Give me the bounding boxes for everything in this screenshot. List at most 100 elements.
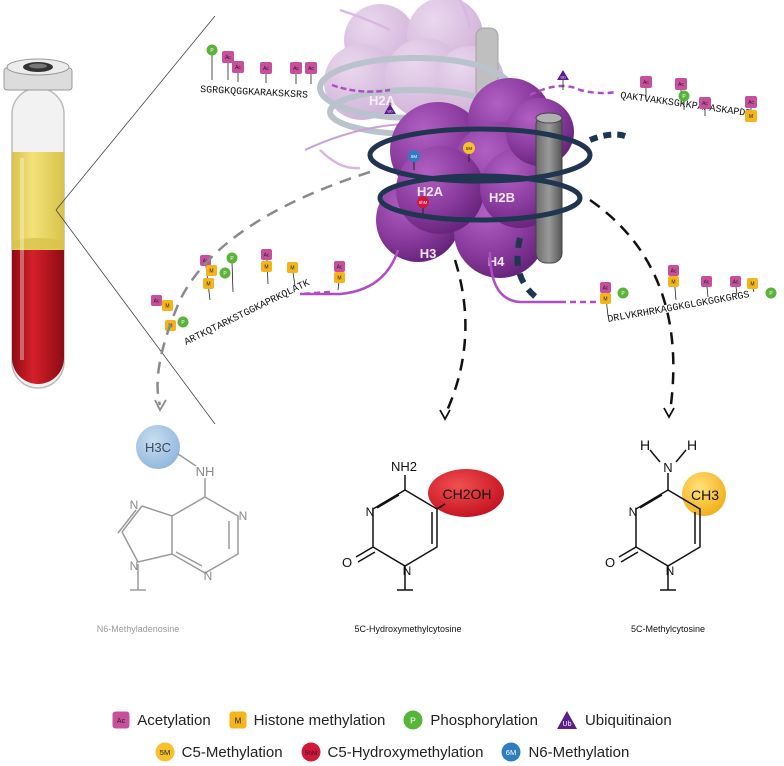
- acetylation-icon: Ac: [112, 711, 130, 729]
- h4-mark-me2: M: [668, 276, 679, 287]
- hydroxymethylcytosine-structure: [355, 469, 504, 591]
- svg-text:Ac: Ac: [671, 269, 677, 275]
- arrow-to-hmc: [443, 259, 467, 416]
- legend-label-acetylation: Acetylation: [137, 711, 211, 729]
- svg-text:N: N: [204, 569, 213, 583]
- svg-text:Ac: Ac: [678, 82, 684, 88]
- legend-row-1: Ac Acetylation M Histone methylation P P…: [0, 710, 784, 730]
- mc-labels: H H N CH3 N N O: [605, 437, 719, 578]
- h4-label: H4: [488, 254, 505, 269]
- n6ma-nh-label: NH: [196, 464, 215, 479]
- svg-text:N: N: [366, 505, 375, 519]
- h4-mark-ac4: Ac: [730, 276, 741, 295]
- h2a-mark-ac5: Ac: [305, 62, 317, 84]
- legend-label-ubiquitination: Ubiquitinaion: [584, 711, 672, 729]
- svg-text:5M: 5M: [159, 748, 169, 757]
- svg-text:5M: 5M: [466, 146, 473, 151]
- plasma-layer: [12, 152, 64, 250]
- dna-mark-5hm: 5hM: [417, 196, 429, 214]
- n6-methylation-icon: 6M: [501, 742, 521, 762]
- h4-mark-p2: P: [765, 287, 777, 299]
- h3-sequence: ARTKQTARKSTGGKAPRKQLATK: [183, 278, 312, 348]
- h2a-label: H2A: [417, 184, 444, 199]
- h2b-mark-ub: Ub: [557, 70, 569, 90]
- svg-text:P: P: [682, 94, 686, 100]
- h2b-label: H2B: [489, 190, 515, 205]
- svg-text:O: O: [342, 555, 352, 570]
- blood-layer: [12, 250, 64, 384]
- h2a-mark-p: P: [206, 44, 218, 80]
- h3-mark-me1: M: [162, 300, 173, 311]
- h3-mark-me5: M: [261, 261, 272, 272]
- h2b-mark-ac3: Ac: [699, 97, 711, 116]
- legend-item-n6-methylation: 6M N6-Methylation: [501, 742, 629, 762]
- histone-h2a: [396, 146, 484, 234]
- h3-mark-p2: P: [226, 252, 238, 293]
- svg-text:N: N: [239, 509, 248, 523]
- h3-mark-p1: P: [177, 316, 189, 328]
- svg-text:N: N: [130, 559, 139, 573]
- svg-text:Ac: Ac: [643, 80, 649, 86]
- methylcytosine-structure: [618, 449, 726, 591]
- h4-sequence: DRLVKRHRKAGGKGLGKGGKGRGS: [607, 290, 751, 326]
- dna-coil-1: [367, 126, 593, 184]
- h4-mark-me1: M: [600, 293, 611, 304]
- hmc-amine-label: NH2: [391, 459, 417, 474]
- legend-label-n6-methylation: N6-Methylation: [528, 743, 630, 761]
- h3-mark-me3: M: [206, 265, 217, 276]
- svg-text:M: M: [264, 265, 268, 271]
- h3-mark-me6: M: [287, 262, 298, 287]
- h2b-mark-p: P: [678, 90, 690, 110]
- legend-item-phosphorylation: P Phosphorylation: [403, 710, 538, 730]
- h2a-mark-ac4: Ac: [290, 62, 302, 84]
- legend-label-phosphorylation: Phosphorylation: [430, 711, 538, 729]
- svg-text:M: M: [671, 280, 675, 286]
- svg-text:Ac: Ac: [293, 66, 299, 72]
- svg-text:P: P: [621, 291, 625, 297]
- svg-text:6M: 6M: [411, 154, 418, 159]
- svg-text:M: M: [209, 269, 213, 275]
- svg-text:N: N: [130, 498, 139, 512]
- h2a-back-label: H2A: [369, 93, 396, 108]
- svg-text:P: P: [181, 320, 185, 326]
- methyl-ball-blue: [136, 425, 180, 469]
- hydroxymethyl-ball-red: [428, 469, 504, 517]
- n6ma-caption: N6-Methyladenosine: [96, 624, 180, 634]
- svg-text:Ub: Ub: [387, 109, 393, 114]
- svg-text:O: O: [605, 555, 615, 570]
- svg-text:P: P: [223, 271, 227, 277]
- svg-text:N: N: [629, 505, 638, 519]
- svg-text:Ac: Ac: [733, 280, 739, 286]
- svg-text:Ub: Ub: [562, 721, 571, 728]
- svg-text:M: M: [234, 717, 241, 726]
- histone-tail-curves: [299, 0, 616, 304]
- legend-item-c5-hydroxymethylation: 5hM C5-Hydroxymethylation: [301, 742, 483, 762]
- mc-caption: 5C-Methylcytosine: [630, 624, 706, 634]
- svg-text:Ub: Ub: [560, 75, 566, 80]
- h4-mark-p1: P: [617, 287, 629, 299]
- dna-coil-2: [377, 173, 583, 223]
- h3-label: H3: [420, 246, 437, 261]
- svg-text:5hM: 5hM: [304, 750, 317, 757]
- dashed-arrows: [156, 170, 675, 416]
- svg-text:Ac: Ac: [603, 286, 609, 292]
- legend-item-c5-methylation: 5M C5-Methylation: [155, 742, 283, 762]
- hmc-labels: NH2 CH2OH N N O: [342, 459, 492, 578]
- h3-mark-me4: M: [203, 278, 214, 289]
- svg-text:P: P: [411, 716, 417, 726]
- mc-group-label: CH3: [691, 487, 719, 503]
- svg-text:Ac: Ac: [264, 253, 270, 259]
- h4-mark-me3: M: [747, 278, 758, 293]
- svg-text:Ac: Ac: [235, 65, 241, 71]
- svg-text:M: M: [749, 114, 753, 120]
- h3-tail-sequence: ARTKQTARKSTGGKAPRKQLATK Ac M M P Ac M M …: [151, 249, 345, 349]
- h2b-tail-sequence: QAKTVAKKSGKKPAPASKAPDP Ub Ac Ac P Ac Ac …: [557, 70, 757, 122]
- svg-text:Ac: Ac: [702, 101, 708, 107]
- dna-mark-6m: 6M: [408, 150, 420, 170]
- svg-text:Ac: Ac: [117, 718, 126, 725]
- legend-label-c5-methylation: C5-Methylation: [181, 743, 283, 761]
- svg-text:Ac: Ac: [263, 66, 269, 72]
- dna-mark-5m: 5M: [463, 142, 475, 162]
- blood-test-tube: [3, 58, 73, 389]
- zoom-lines: [55, 15, 216, 425]
